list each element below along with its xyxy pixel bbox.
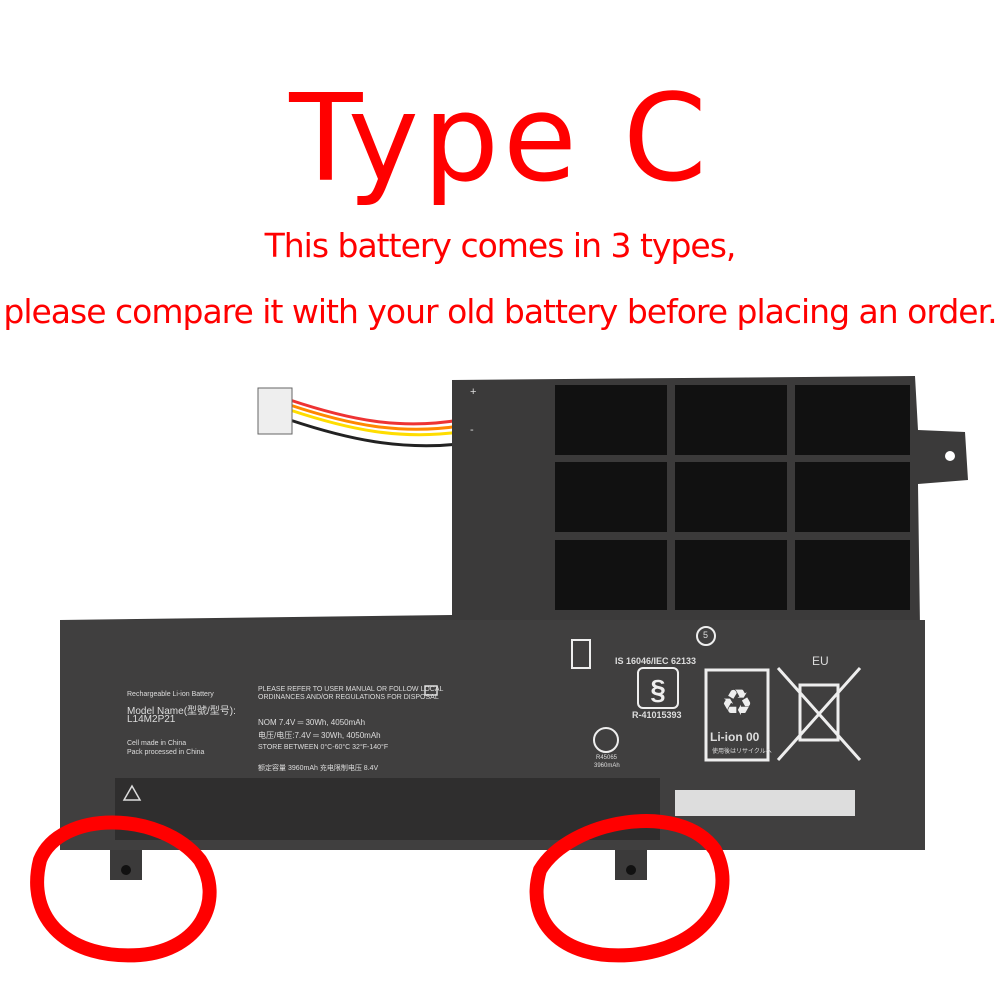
warning-strip [115, 778, 660, 840]
mounting-tab-left [110, 850, 142, 880]
crossed-bin-icon [776, 667, 862, 761]
minus-terminal: - [470, 424, 474, 436]
r-number: R-41015393 [632, 710, 682, 720]
heading: Type C [289, 70, 711, 209]
refer-text-1: PLEASE REFER TO USER MANUAL OR FOLLOW LO… [258, 686, 444, 693]
disposal-icon [424, 685, 438, 696]
svg-text:♻: ♻ [721, 682, 753, 723]
model-name: L14M2P21 [127, 714, 176, 725]
kc-mark-icon [571, 639, 591, 669]
svg-text:§: § [650, 674, 666, 705]
recycle-text: Li-ion 00 [710, 730, 760, 744]
eu-text: EU [812, 654, 829, 668]
r-code: R45065 [596, 755, 618, 761]
highlight-circle-left [30, 815, 217, 963]
recycle-icon: ♻ [704, 668, 770, 762]
rechargeable-text: Rechargeable Li-ion Battery [127, 691, 214, 698]
notice-line-1: This battery comes in 3 types, [264, 226, 737, 265]
pack-processed-text: Pack processed in China [127, 749, 205, 756]
r-capacity: 3960mAh [594, 763, 620, 769]
nominal-rating: NOM 7.4V ═ 30Wh, 4050mAh [258, 718, 366, 727]
recycle-jp: 使用後はリサイクルへ [712, 749, 772, 755]
store-temp: STORE BETWEEN 0°C-60°C 32°F-140°F [258, 744, 389, 751]
bis-mark-icon: § [637, 667, 679, 709]
warning-icon [122, 784, 142, 801]
standard-text: IS 16046/IEC 62133 [615, 656, 697, 666]
mounting-hole [945, 451, 955, 461]
mounting-tab-right [615, 850, 647, 880]
bsmi-mark-icon [593, 727, 619, 753]
cycle-icon [696, 626, 716, 646]
model-name-label: Model Name(型號/型号): [127, 706, 236, 717]
connector-cable [257, 387, 461, 448]
rated-capacity: 额定容量 3960mAh 充电限制电压 8.4V [258, 765, 379, 772]
cell-grid [555, 385, 910, 610]
plus-terminal: + [470, 386, 477, 398]
highlight-circle-right [529, 814, 730, 963]
voltage-cn: 电压/电压:7.4V ═ 30Wh, 4050mAh [258, 731, 381, 740]
cycle-number: 5 [703, 630, 709, 640]
notice-line-2: please compare it with your old battery … [3, 292, 997, 331]
cell-made-text: Cell made in China [127, 740, 187, 747]
barcode-sticker [675, 790, 855, 816]
refer-text-2: ORDINANCES AND/OR REGULATIONS FOR DISPOS… [258, 694, 439, 701]
